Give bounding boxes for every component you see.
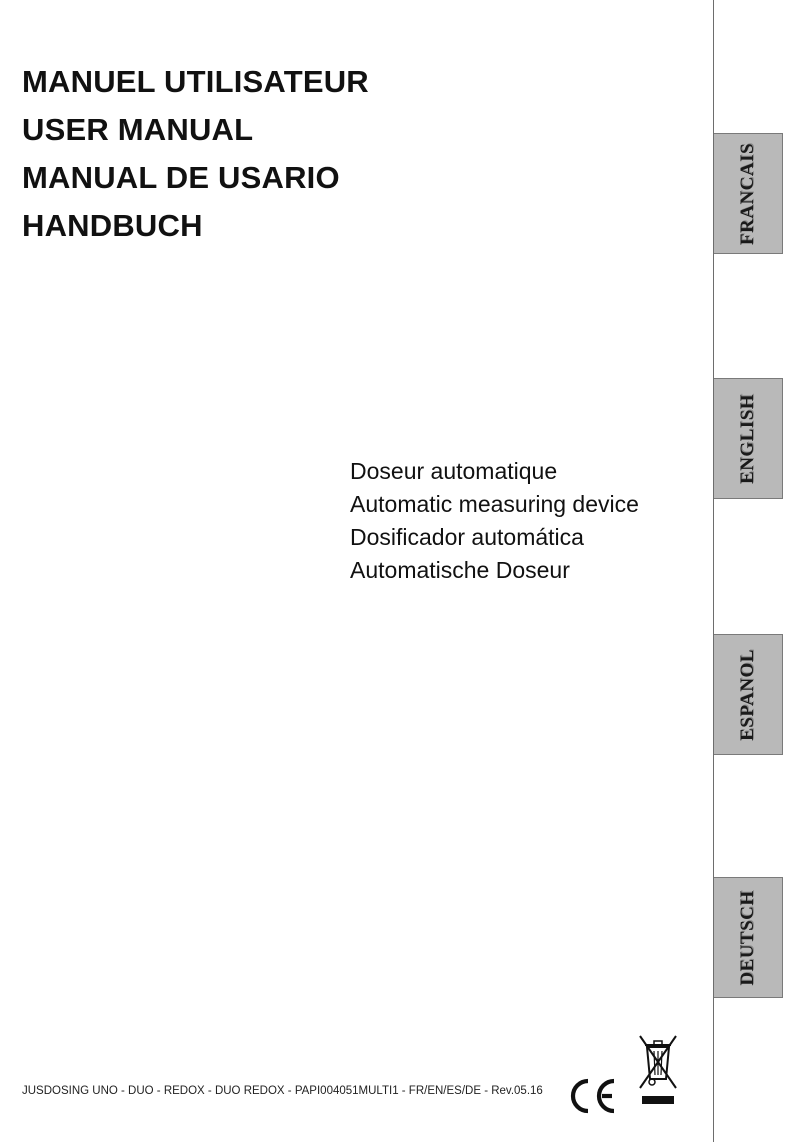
- document-reference-footer: JUSDOSING UNO - DUO - REDOX - DUO REDOX …: [22, 1085, 543, 1097]
- language-tab-espanol[interactable]: ESPANOL: [714, 634, 783, 755]
- title-block: MANUEL UTILISATEUR USER MANUAL MANUAL DE…: [22, 58, 369, 250]
- language-tab-label: ESPANOL: [737, 648, 758, 741]
- section-divider-line: [713, 0, 714, 1142]
- subtitle-french: Doseur automatique: [350, 458, 558, 484]
- ce-mark-icon: [570, 1078, 615, 1114]
- subtitle-spanish: Dosificador automática: [350, 524, 584, 550]
- title-english: USER MANUAL: [22, 112, 254, 147]
- language-tab-label: ENGLISH: [737, 393, 758, 484]
- language-tab-francais[interactable]: FRANCAIS: [714, 133, 783, 254]
- language-tab-label: FRANCAIS: [737, 142, 758, 245]
- subtitle-english: Automatic measuring device: [350, 491, 639, 517]
- language-tab-english[interactable]: ENGLISH: [714, 378, 783, 499]
- language-tab-label: DEUTSCH: [737, 889, 758, 986]
- subtitle-block: Doseur automatique Automatic measuring d…: [350, 455, 639, 587]
- title-german: HANDBUCH: [22, 208, 203, 243]
- subtitle-german: Automatische Doseur: [350, 557, 570, 583]
- crossed-out-wheelie-bin-icon: [639, 1035, 677, 1104]
- title-spanish: MANUAL DE USARIO: [22, 160, 340, 195]
- language-tab-deutsch[interactable]: DEUTSCH: [714, 877, 783, 998]
- title-french: MANUEL UTILISATEUR: [22, 64, 369, 99]
